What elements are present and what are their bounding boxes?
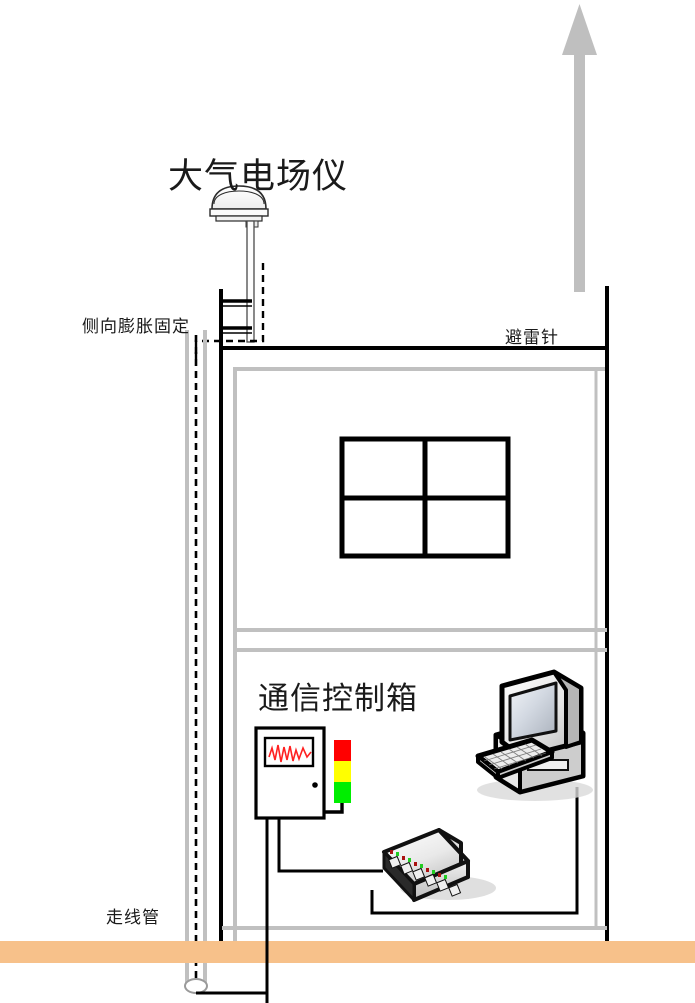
network-switch bbox=[382, 828, 496, 902]
ground-line bbox=[0, 941, 695, 963]
lateral-mount-label: 侧向膨胀固定 bbox=[82, 317, 190, 336]
window bbox=[339, 436, 511, 559]
signal-tower bbox=[324, 740, 351, 814]
lightning-rod-label: 避雷针 bbox=[505, 328, 559, 347]
cable-runs bbox=[196, 787, 579, 1003]
control-box-label: 通信控制箱 bbox=[258, 681, 418, 716]
communication-control-box bbox=[254, 726, 326, 820]
lightning-rod bbox=[562, 4, 597, 292]
page-title: 大气电场仪 bbox=[168, 157, 349, 196]
desktop-computer bbox=[475, 669, 593, 801]
lateral-expansion-mount bbox=[194, 263, 265, 360]
building-structure bbox=[219, 286, 609, 962]
cable-conduit-label: 走线管 bbox=[106, 908, 160, 927]
cable-conduit bbox=[184, 330, 208, 994]
atmospheric-electric-field-meter bbox=[209, 185, 269, 343]
